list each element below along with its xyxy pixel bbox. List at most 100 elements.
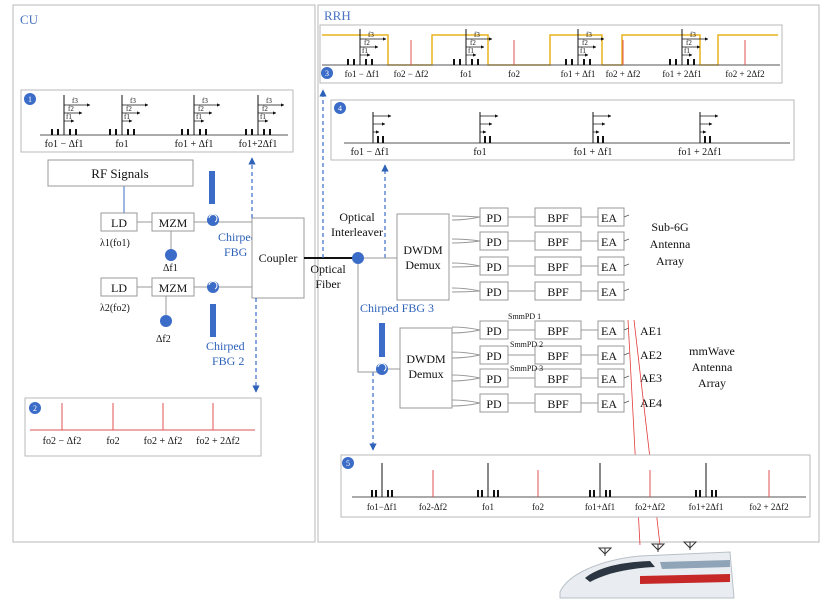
circulator-1-icon [207, 214, 219, 226]
spec4-label-1: fo1 − Δf1 [351, 147, 390, 158]
ld-1-label: LD [111, 216, 127, 230]
ea-s1: EA [601, 211, 617, 225]
spec3-label-4: fo2 [508, 69, 520, 79]
mmwave-label-c: Array [698, 376, 726, 390]
ea-m3: EA [601, 372, 617, 386]
sub6g-label-c: Array [656, 254, 684, 268]
spectrum-2-lines [61, 403, 214, 430]
spec1-label-2: fo1 [115, 139, 128, 150]
frequency-span-label: f3 [690, 31, 696, 39]
frequency-span-label: f3 [202, 97, 208, 105]
spec4-label-3: fo1 + Δf1 [574, 147, 613, 158]
frequency-span-label: f1 [260, 113, 266, 121]
mzm-1-label: MZM [159, 216, 188, 230]
frequency-span-label: f2 [470, 39, 476, 47]
spectrum-3-box [319, 24, 783, 84]
spec2-label-4: fo2 + 2Δf2 [196, 436, 240, 447]
marker-3-label: 3 [325, 69, 329, 78]
mmwave-chains [451, 326, 481, 407]
ea-m2: EA [601, 349, 617, 363]
frequency-span-label: f2 [364, 39, 370, 47]
ld-2-label: LD [111, 281, 127, 295]
spec5-label-6: fo2+Δf2 [635, 502, 665, 512]
smmpd-2: SmmPD 2 [510, 340, 543, 349]
rf-signals-box [47, 159, 194, 187]
bpf-s3: BPF [547, 260, 569, 274]
pd-m2: PD [486, 349, 502, 363]
df2-label: Δf2 [156, 334, 171, 345]
fbg-1-grating [209, 171, 215, 204]
marker-3 [321, 67, 333, 79]
spec3-label-3: fo1 [460, 69, 472, 79]
spec1-label-1: fo1 − Δf1 [45, 139, 84, 150]
ea-s3: EA [601, 260, 617, 274]
marker-1-label: 1 [28, 95, 32, 104]
spectrum-4-lines [372, 112, 719, 143]
mmwave-row-1 [479, 320, 625, 340]
circulator-2-icon [207, 281, 219, 293]
pd-m4: PD [486, 397, 502, 411]
frequency-span-label: f3 [130, 97, 136, 105]
bpf-s4: BPF [547, 285, 569, 299]
frequency-span-label: f3 [266, 97, 272, 105]
ea-s2: EA [601, 235, 617, 249]
interleaver-label-b: Interleaver [331, 225, 383, 239]
frequency-span-label: f3 [474, 31, 480, 39]
dwdm-1 [396, 213, 450, 301]
frequency-span-label: f3 [586, 31, 592, 39]
spec1-label-3: fo1 + Δf1 [175, 139, 214, 150]
frequency-span-label: f1 [580, 47, 586, 55]
pd-s4: PD [486, 285, 502, 299]
bpf-m3: BPF [547, 372, 569, 386]
fbg-1-label-b: FBG 1 [224, 245, 256, 259]
spec5-label-2: fo2-Δf2 [419, 502, 447, 512]
bpf-s1: BPF [547, 211, 569, 225]
ae2-label: AE2 [640, 348, 662, 362]
df1-label: Δf1 [163, 263, 178, 274]
spec4-label-2: fo1 [473, 147, 486, 158]
marker-4 [334, 102, 346, 114]
lambda2-label: λ2(fo2) [100, 303, 130, 314]
spec1-label-4: fo1+2Δf1 [239, 139, 278, 150]
fbg-2-label-a: Chirped [206, 339, 245, 353]
pd-m1: PD [486, 324, 502, 338]
spec5-label-3: fo1 [482, 502, 494, 512]
ae4-label: AE4 [640, 396, 662, 410]
sub6g-row-3 [479, 256, 625, 276]
spec5-label-8: fo2 + 2Δf2 [749, 502, 788, 512]
frequency-span-label: f3 [368, 31, 374, 39]
spec3-label-5: fo1 + Δf1 [561, 69, 596, 79]
spec3-label-2: fo2 − Δf2 [394, 69, 429, 79]
rrh-title: RRH [324, 8, 351, 23]
rrh-panel [317, 4, 820, 543]
cu-panel [12, 4, 316, 543]
rf-signals-label: RF Signals [91, 166, 148, 181]
mmwave-row-2 [479, 345, 625, 365]
ea-m1: EA [601, 324, 617, 338]
lambda1-label: λ1(fo1) [100, 238, 130, 249]
marker-5 [342, 457, 354, 469]
cu-title: CU [20, 12, 39, 27]
spec3-label-1: fo1 − Δf1 [345, 69, 380, 79]
bpf-m4: BPF [547, 397, 569, 411]
fbg-3-grating [379, 323, 385, 357]
bpf-m1: BPF [547, 324, 569, 338]
rf-source-1 [165, 249, 177, 261]
mzm-2-label: MZM [159, 281, 188, 295]
sub6g-chains [451, 215, 481, 293]
ea-m4: EA [601, 397, 617, 411]
train-icon [559, 541, 735, 599]
sub6g-row-1 [479, 207, 625, 227]
frequency-span-label: f1 [684, 47, 690, 55]
spec5-label-1: fo1−Δf1 [367, 502, 397, 512]
frequency-span-label: f2 [68, 105, 74, 113]
frequency-span-label: f1 [468, 47, 474, 55]
dwdm-2-label-b: Demux [408, 367, 443, 381]
spec5-label-4: fo2 [532, 502, 544, 512]
optical-fiber-label-a: Optical [310, 262, 346, 276]
frequency-span-label: f1 [362, 47, 368, 55]
marker-2-label: 2 [33, 404, 37, 413]
coupler-box [251, 217, 305, 299]
